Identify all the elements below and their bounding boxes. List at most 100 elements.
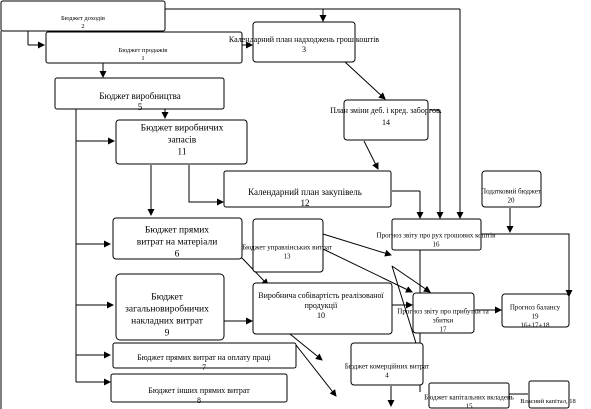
node-3-box [252,21,356,63]
node-label-line: 13 [284,252,292,260]
node-label-line: 15 [466,402,474,409]
node-label-line: 19 [532,312,540,320]
node-8-box [110,373,288,403]
connector-11-to-12 [188,165,224,206]
node-label-line: запасів [168,136,197,146]
node-label-line: продукції [305,301,339,310]
node-label-line: 2 [81,23,84,30]
node-label-line: 14 [382,118,390,127]
node-17-box [412,292,475,334]
node-label-line: 20 [508,196,516,204]
node-15-box [428,382,510,409]
connector-7-to-bottom [295,344,337,397]
connectors [0,8,573,409]
node-label-line: Прогноз балансу [510,303,561,311]
node-label-line: Бюджет доходів [61,15,105,22]
node-label-line: витрат на матеріали [137,238,218,248]
node-label-line: Власний капітал, 18 [520,398,575,405]
node-label-line: 10 [317,311,325,320]
node-label-line: збитки [433,316,454,324]
node-label-line: Бюджет продажів [119,47,168,54]
node-label-line: 8 [197,396,201,405]
connector-13-to-17 [322,248,413,293]
node-13-box [252,218,324,273]
node-label-line: 1 [141,55,144,62]
node-label-line: 3 [302,45,306,54]
node-20-box [481,170,542,208]
connector-14-to-12 [363,140,379,170]
node-label-line: Податковий бюджет [481,187,541,195]
node-16-box [391,218,482,251]
node-2-box [0,0,166,32]
connector-16-to-4-diag [391,265,422,357]
node-label-line: Бюджет комерційних витрат [345,362,429,370]
node-label-line: 17 [440,325,448,333]
node-7-box [112,342,297,369]
node-label-line: загальновиробничих [125,304,209,315]
node-18-label: Власний капітал, 18 [520,398,575,405]
node-label-line: План зміни деб. і кред. заборгов. [330,106,441,115]
connector-13-to-16 [322,233,392,257]
node-label-line: 16 [433,240,441,248]
node-14-box [343,99,429,141]
node-label-line: 6 [175,250,180,260]
node-label-line: 12 [301,198,310,208]
node-label-line: Прогноз звіту про рух грошових коштів [377,231,497,239]
node-label-line: 7 [202,363,206,372]
node-label-line: накладних витрат [131,317,204,327]
node-5-box [54,77,225,110]
node-label-line: Бюджет інших прямих витрат [148,386,250,395]
node-label-line: Календарний план закупівель [248,187,362,197]
node-14: План зміни деб. і кред. заборгов. 14 [330,99,442,141]
node-19-box [501,293,570,328]
node-6-label: Бюджет прямих витрат на матеріали 6 [137,226,218,260]
node-label-line: 9 [165,329,170,339]
node-label-line: Календарний план надходжень грош.коштів [229,35,379,44]
node-label-line: Бюджет капітальних вкладень [424,393,514,401]
node-6-box [112,217,243,260]
node-14-label: План зміни деб. і кред. заборгов. 14 [330,106,441,127]
node-label-line: 16+17+18 [521,321,550,329]
node-label-line: Прогноз звіту про прибутки та [397,307,489,315]
connector-16-to-19 [481,233,573,297]
node-label-line: Бюджет [151,293,184,303]
node-18-box [528,380,570,409]
node-label-line: Бюджет прямих [145,226,209,236]
node-label-line: 5 [138,102,143,112]
node-10-box [252,282,393,335]
node-label-line: 4 [385,371,389,379]
